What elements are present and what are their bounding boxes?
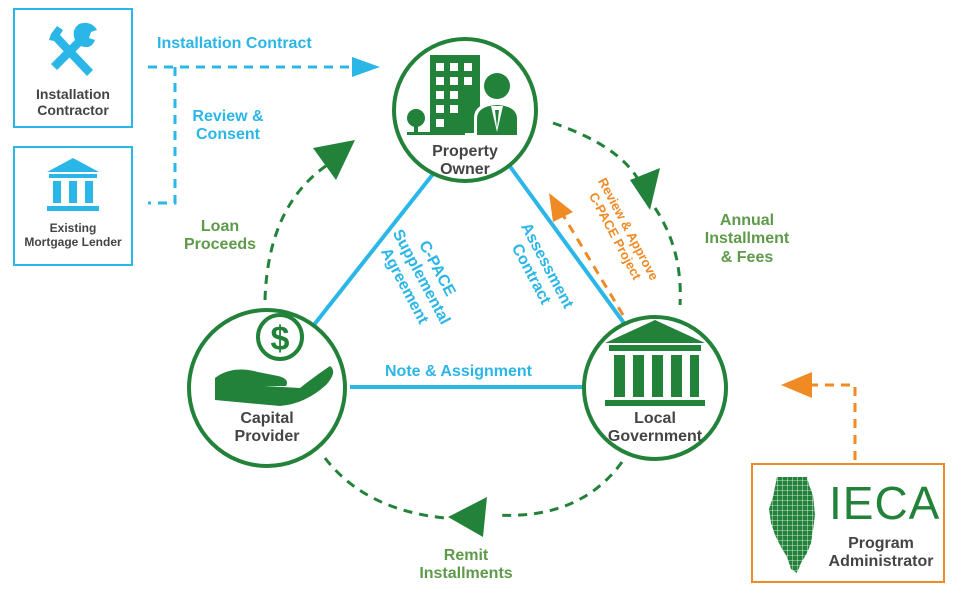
review-approve-connector [561, 214, 857, 460]
installation-contractor-line1: Installation [36, 86, 110, 102]
annual-installment-arrowhead [630, 168, 660, 210]
capital-provider-line2: Provider [234, 428, 300, 446]
tools-icon [49, 22, 97, 76]
remit-installments-line1: Remit [443, 547, 489, 564]
installation-contract-connector [148, 65, 355, 205]
note-assignment-label: Note & Assignment [385, 363, 532, 380]
review-consent-line1: Review & [192, 108, 264, 125]
review-consent-label: Review & Consent [183, 108, 273, 145]
bank-icon [47, 158, 99, 211]
illinois-map-icon [769, 477, 815, 573]
annual-installment-line1: Annual [719, 212, 775, 229]
mortgage-lender-line1: Existing [49, 221, 97, 235]
loan-proceeds-line1: Loan [200, 218, 240, 235]
annual-installment-line3: & Fees [720, 248, 774, 266]
property-owner-line1: Property [432, 143, 498, 160]
capital-provider-label: Capital Provider [207, 410, 327, 447]
loan-proceeds-label: Loan Proceeds [180, 218, 260, 255]
hand-dollar-icon: $ [215, 313, 334, 406]
ieca-logo-text: IECA [829, 477, 941, 529]
local-government-label: Local Government [595, 410, 715, 447]
local-government-line1: Local [634, 410, 676, 427]
mortgage-lender-line2: Mortgage Lender [24, 234, 122, 249]
svg-text:$: $ [271, 320, 290, 358]
review-approve-arrowhead [549, 193, 573, 222]
ieca-box: IECA Program Administrator [751, 463, 945, 583]
payment-cycle-arcs [263, 121, 682, 520]
ieca-line2: Administrator [828, 553, 934, 571]
installation-contract-label: Installation Contract [157, 35, 312, 52]
local-government-line2: Government [607, 428, 703, 446]
installation-contract-arrowhead [352, 57, 380, 77]
businessman-building-icon [407, 55, 520, 135]
installation-contractor-line2: Contractor [37, 102, 109, 119]
loan-proceeds-arrowhead [313, 140, 355, 180]
government-building-icon [605, 320, 705, 406]
ieca-arrowhead [781, 372, 812, 398]
property-owner-line2: Owner [440, 161, 490, 179]
remit-installments-label: Remit Installments [411, 547, 521, 584]
installation-contractor-box: Installation Contractor [13, 8, 133, 128]
loan-proceeds-line2: Proceeds [183, 236, 257, 254]
mortgage-lender-box: Existing Mortgage Lender [13, 146, 133, 266]
ieca-line1: Program [848, 535, 914, 552]
review-consent-line2: Consent [196, 126, 260, 144]
annual-installment-line2: Installment [704, 230, 790, 248]
remit-installments-arrowhead [448, 497, 487, 537]
property-owner-label: Property Owner [405, 143, 525, 180]
annual-installment-label: Annual Installment & Fees [697, 212, 797, 267]
remit-installments-line2: Installments [419, 565, 513, 583]
capital-provider-line1: Capital [240, 410, 294, 427]
